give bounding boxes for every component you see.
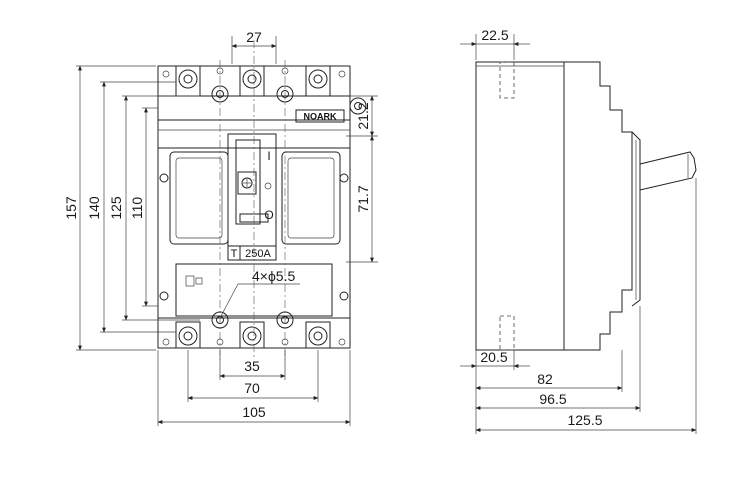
dim-105: 105 (242, 404, 266, 420)
dim-125: 125 (108, 196, 124, 220)
terminal-bottom-1 (175, 321, 201, 349)
operating-handle: I O (227, 133, 277, 247)
handle-toggle (237, 171, 257, 195)
dim-96-5: 96.5 (539, 391, 566, 407)
dim-35: 35 (244, 358, 260, 374)
rating-symbol: T (231, 248, 238, 260)
terminal-bottom-3 (305, 321, 331, 349)
terminal-top-2 (239, 65, 265, 97)
hole-callout: 4×ϕ5.5 (252, 268, 295, 284)
dim-110: 110 (129, 197, 145, 220)
left-window (169, 151, 229, 245)
dim-125-5: 125.5 (567, 412, 602, 428)
cover-profile (564, 61, 633, 351)
off-mark: O (264, 208, 273, 222)
front-view: NOARK I O T 250A (63, 29, 378, 426)
right-window (281, 151, 341, 245)
breaker-side-body (475, 61, 565, 351)
dim-157: 157 (63, 196, 79, 220)
dim-140: 140 (86, 196, 102, 220)
dim-70: 70 (244, 380, 260, 396)
test-icon (264, 182, 272, 190)
brand-plate (295, 109, 345, 123)
dim-71-7: 71.7 (355, 185, 371, 212)
dim-82: 82 (537, 371, 553, 387)
dim-21-2: 21.2 (355, 102, 371, 129)
rating-label: 250A (245, 248, 271, 260)
dim-top-27: 27 (246, 29, 262, 45)
dim-22-5: 22.5 (481, 27, 508, 43)
handle-side (639, 151, 697, 191)
side-view: 22.5 20.5 82 96.5 125.5 (460, 27, 697, 434)
handle-slot (235, 139, 261, 225)
brand-label: NOARK (304, 112, 337, 122)
terminal-top-1 (175, 65, 201, 97)
terminal-bottom-2 (239, 321, 265, 349)
rating-plate (239, 245, 277, 261)
on-mark: I (267, 149, 270, 163)
top-terminals (162, 65, 367, 115)
dim-20-5: 20.5 (480, 349, 507, 365)
terminal-top-3 (305, 65, 331, 97)
